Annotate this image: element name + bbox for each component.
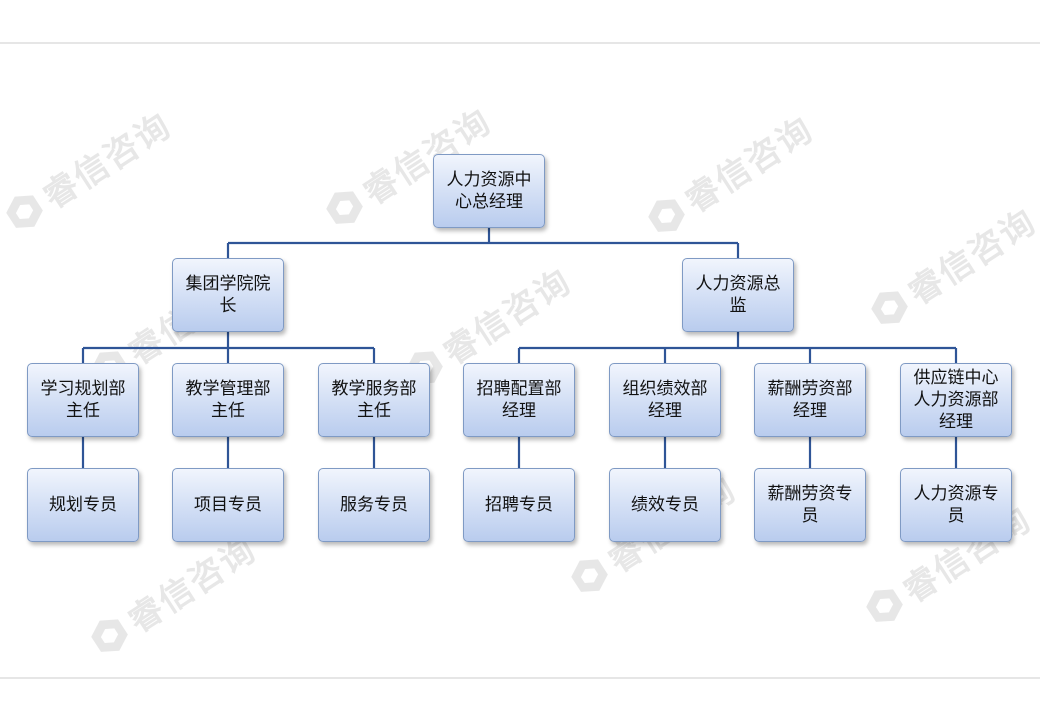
org-node-perf: 组织绩效部经理 <box>609 363 721 437</box>
top-divider <box>0 42 1040 44</box>
org-node-perf-s: 绩效专员 <box>609 468 721 542</box>
org-node-hrd: 人力资源总监 <box>682 258 794 332</box>
org-node-svc-s: 服务专员 <box>318 468 430 542</box>
org-node-comp-s: 薪酬劳资专员 <box>754 468 866 542</box>
org-node-plan: 学习规划部主任 <box>27 363 139 437</box>
org-node-teachsvc: 教学服务部主任 <box>318 363 430 437</box>
org-node-academy: 集团学院院长 <box>172 258 284 332</box>
org-node-hr-s: 人力资源专员 <box>900 468 1012 542</box>
org-node-recruit-s: 招聘专员 <box>463 468 575 542</box>
org-node-recruit: 招聘配置部经理 <box>463 363 575 437</box>
org-node-supply: 供应链中心人力资源部经理 <box>900 363 1012 437</box>
bottom-divider <box>0 677 1040 679</box>
org-node-comp: 薪酬劳资部经理 <box>754 363 866 437</box>
org-node-teachmgmt: 教学管理部主任 <box>172 363 284 437</box>
org-node-plan-s: 规划专员 <box>27 468 139 542</box>
org-node-proj-s: 项目专员 <box>172 468 284 542</box>
org-node-root: 人力资源中心总经理 <box>433 154 545 228</box>
